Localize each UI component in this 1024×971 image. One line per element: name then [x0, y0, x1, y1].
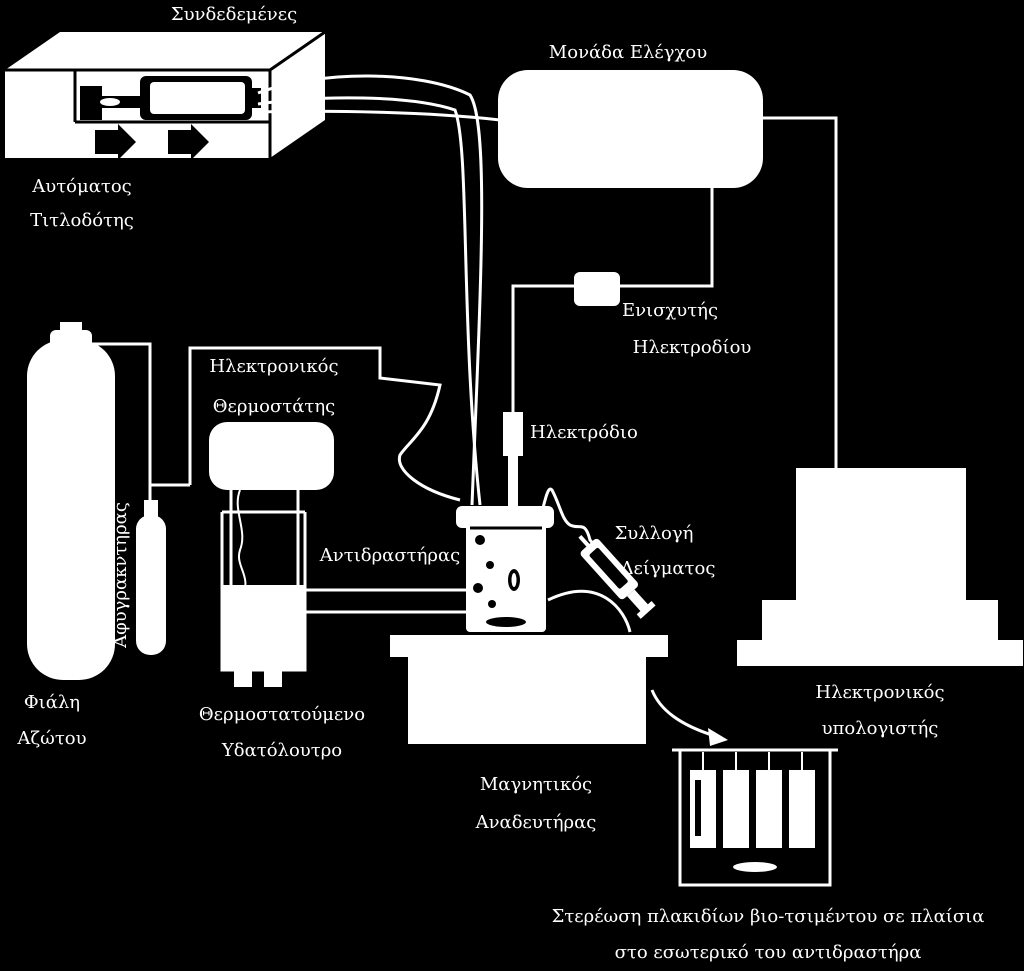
sampling-tube — [538, 487, 602, 553]
specimen-frame — [672, 748, 838, 887]
label-sampling-line1: Συλλογή — [615, 523, 694, 544]
label-dehumidifier: Αφυγρακντήρας — [110, 502, 131, 649]
label-electrode: Ηλεκτρόδιο — [530, 422, 638, 443]
syringe-tube-3 — [257, 109, 501, 122]
frame-connection-line — [547, 589, 632, 633]
electrode — [503, 412, 523, 512]
connected-syringes — [80, 76, 261, 120]
dehumidifier — [136, 515, 166, 655]
label-thermostat-line1: Ηλεκτρονικός — [209, 356, 338, 377]
thermostat-sensor-cable — [188, 346, 461, 502]
label-sampling-line2: Δείγματος — [621, 558, 716, 579]
label-bath-line2: Υδατόλουτρο — [221, 740, 342, 761]
label-stirrer-line2: Αναδευτήρας — [475, 812, 597, 833]
reactor — [456, 506, 554, 632]
label-fixation-line2: στο εσωτερικό του αντιδραστήρα — [615, 942, 922, 963]
label-bottle-line2: Αζώτου — [16, 728, 86, 749]
heater-coil-wire — [236, 489, 247, 593]
magnetic-stirrer — [390, 635, 668, 744]
label-bath-line1: Θερμοστατούμενο — [199, 704, 365, 725]
label-computer-line2: υπολογιστής — [822, 718, 939, 739]
sampling-syringe — [578, 534, 656, 619]
control-to-amplifier-cable — [620, 188, 714, 288]
label-thermostat-line2: Θερμοστάτης — [213, 396, 335, 417]
extraction-arrowhead — [708, 728, 728, 746]
dehumidifier-cap — [144, 500, 158, 518]
syringe-tube-2 — [257, 96, 482, 506]
label-titrator-line1: Αυτόματος — [31, 176, 131, 197]
electronic-computer — [737, 468, 1023, 666]
label-fixation-line1: Στερέωση πλακιδίων βιο-τσιμέντου σε πλαί… — [552, 906, 985, 927]
label-reactor: Αντιδραστήρας — [319, 545, 460, 566]
nitrogen-line — [80, 342, 190, 487]
label-syringes-line2: Σύριγγες — [193, 38, 275, 59]
control-unit — [498, 70, 763, 188]
control-to-computer-cable — [763, 116, 838, 470]
label-amplifier-line2: Ηλεκτροδίου — [633, 337, 752, 358]
label-control-unit: Μονάδα Ελέγχου — [549, 42, 707, 63]
label-bottle-line1: Φιάλη — [24, 692, 80, 713]
label-stirrer-line1: Μαγνητικός — [480, 774, 592, 795]
amplifier-to-electrode-cable — [511, 284, 574, 418]
nitrogen-bottle — [27, 322, 115, 680]
electrode-amplifier — [574, 272, 620, 306]
extraction-arrow-line — [650, 689, 716, 738]
label-titrator-line2: Τιτλοδότης — [30, 210, 134, 231]
syringe-tube-1 — [257, 74, 484, 506]
electronic-thermostat — [209, 422, 334, 490]
label-amplifier-line1: Ενισχυτής — [622, 300, 718, 321]
label-computer-line1: Ηλεκτρονικός — [815, 682, 944, 703]
label-syringes-line1: Συνδεδεμένες — [171, 4, 297, 25]
